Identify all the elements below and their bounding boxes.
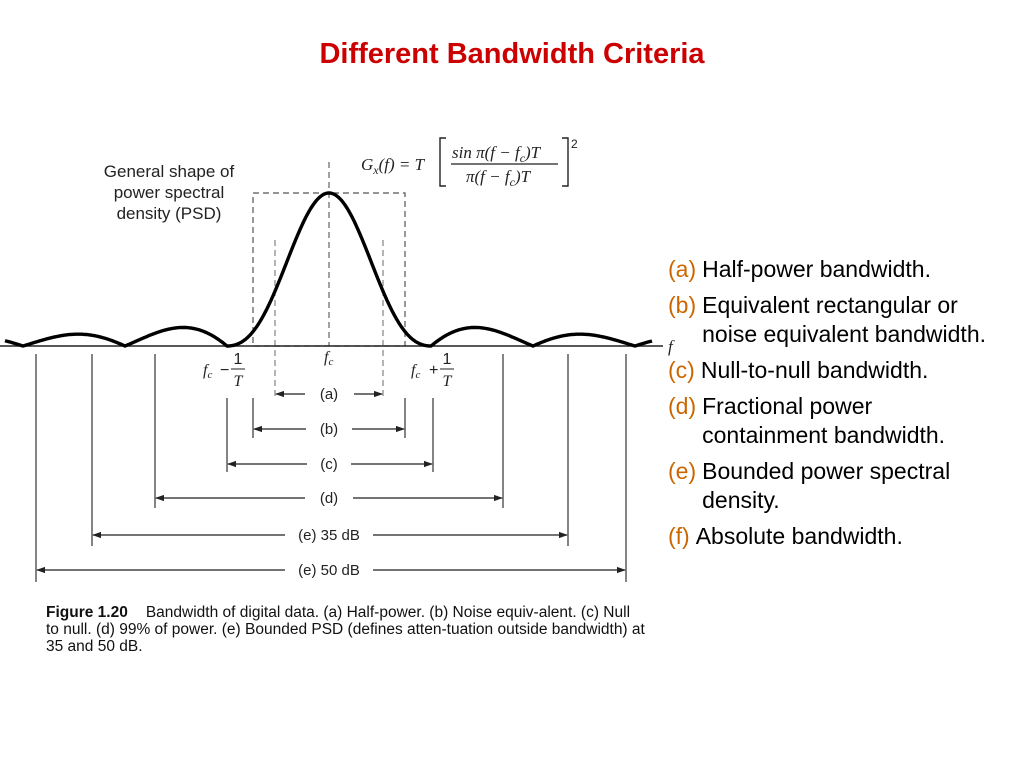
legend-item-b: (b)Equivalent rectangular or noise equiv…: [668, 291, 1018, 349]
legend-text: Bounded power spectral density.: [702, 458, 951, 513]
svg-text:T: T: [234, 373, 244, 390]
bandwidth-criteria-list: (a)Half-power bandwidth. (b)Equivalent r…: [668, 255, 1018, 558]
svg-text:fc: fc: [411, 362, 420, 381]
legend-key: (a): [668, 256, 697, 282]
svg-text:+: +: [429, 362, 438, 379]
legend-key: (f): [668, 523, 690, 549]
psd-label-line-2: power spectral: [114, 183, 225, 202]
legend-text: Null-to-null bandwidth.: [700, 357, 929, 383]
legend-text: Equivalent rectangular or noise equivale…: [702, 292, 986, 347]
svg-text:1: 1: [234, 351, 243, 368]
bandwidth-label-e50: (e) 50 dB: [298, 562, 360, 579]
bandwidth-label-c: (c): [320, 456, 338, 473]
figure-caption-label: Figure 1.20: [46, 604, 128, 621]
svg-text:Gx(f) = T: Gx(f) = T: [361, 155, 426, 177]
svg-text:1: 1: [443, 351, 452, 368]
legend-item-c: (c)Null-to-null bandwidth.: [668, 356, 1018, 385]
fc-plus-label: fc + 1 T: [411, 351, 454, 390]
legend-key: (c): [668, 357, 695, 383]
legend-item-e: (e)Bounded power spectral density.: [668, 457, 1018, 515]
legend-item-d: (d)Fractional power containment bandwidt…: [668, 392, 1018, 450]
bandwidth-label-d: (d): [320, 490, 338, 507]
svg-text:π(f − fc)T: π(f − fc)T: [466, 167, 532, 189]
legend-text: Half-power bandwidth.: [702, 256, 931, 282]
psd-formula: Gx(f) = T sin π(f − fc)T π(f − fc)T 2: [361, 137, 578, 189]
legend-text: Absolute bandwidth.: [695, 523, 903, 549]
slide-title: Different Bandwidth Criteria: [319, 38, 705, 70]
bandwidth-label-e35: (e) 35 dB: [298, 527, 360, 544]
legend-text: Fractional power containment bandwidth.: [702, 393, 946, 448]
legend-key: (d): [668, 393, 697, 419]
legend-key: (e): [668, 458, 697, 484]
bandwidth-label-b: (b): [320, 421, 338, 438]
figure-caption-text: Bandwidth of digital data. (a) Half-powe…: [46, 604, 645, 655]
psd-label-line-3: density (PSD): [117, 204, 222, 223]
psd-label-line-1: General shape of: [104, 162, 235, 181]
svg-text:−: −: [220, 362, 229, 379]
extension-lines: [35, 354, 627, 582]
legend-key: (b): [668, 292, 697, 318]
legend-item-f: (f)Absolute bandwidth.: [668, 522, 1018, 551]
svg-text:T: T: [443, 373, 453, 390]
svg-text:sin π(f − fc)T: sin π(f − fc)T: [452, 143, 542, 165]
frequency-axis-label: f: [668, 337, 675, 356]
bandwidth-label-a: (a): [320, 386, 338, 403]
svg-text:2: 2: [571, 137, 578, 151]
fc-minus-label: fc − 1 T: [203, 351, 245, 390]
fc-label: fc: [324, 349, 333, 368]
svg-text:fc: fc: [203, 362, 212, 381]
psd-curve: [4, 191, 653, 348]
legend-item-a: (a)Half-power bandwidth.: [668, 255, 1018, 284]
